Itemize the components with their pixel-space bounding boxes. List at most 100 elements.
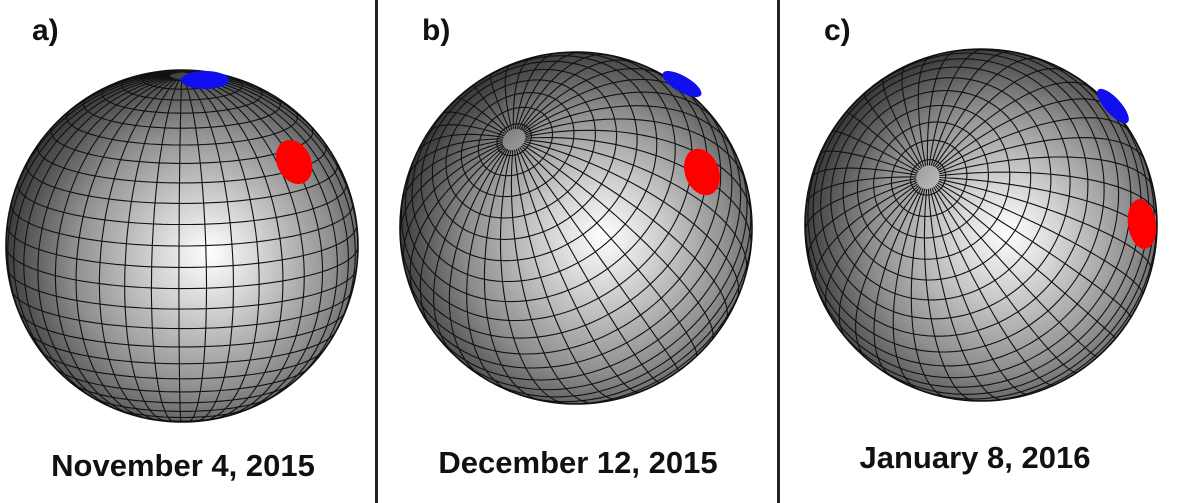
grid-line [938, 137, 1146, 173]
grid-line [75, 77, 175, 419]
grid-line [91, 396, 274, 412]
grid-line [514, 52, 555, 129]
grid-line [11, 289, 353, 330]
grid-line [517, 148, 661, 384]
sphere-b [399, 51, 753, 405]
lat-lon-grid [399, 51, 753, 405]
grid-line [901, 65, 925, 167]
grid-line [966, 198, 1158, 402]
grid-line [814, 181, 918, 288]
panel-a: a) November 4, 2015 [0, 0, 375, 503]
grid-line [114, 407, 251, 419]
grid-line [404, 81, 722, 355]
grid-line [194, 75, 356, 348]
grid-line [402, 143, 504, 269]
grid-line [927, 188, 1003, 401]
red-spot [275, 139, 313, 185]
grid-line [521, 68, 664, 131]
grid-line [512, 57, 532, 130]
grid-line [519, 146, 680, 371]
panel-b: b) December 12, 2015 [378, 0, 777, 503]
grid-line [399, 141, 503, 237]
grid-line [515, 148, 639, 393]
grid-line [855, 186, 921, 359]
grid-line [400, 53, 693, 322]
grid-line [525, 136, 752, 246]
grid-line [150, 78, 181, 423]
grid-line [183, 78, 208, 423]
grid-line [426, 124, 505, 137]
grid-line [846, 110, 920, 171]
grid-line [432, 130, 742, 381]
grid-line [936, 183, 1116, 339]
grid-line [831, 130, 919, 173]
grid-line [514, 149, 618, 400]
grid-line [441, 111, 506, 135]
grid-line [192, 76, 338, 406]
grid-line [525, 118, 747, 182]
blue-spot [181, 71, 229, 89]
grid-line [934, 185, 1098, 358]
grid-line [931, 187, 1054, 386]
grid-line [933, 186, 1078, 374]
grid-line [13, 75, 171, 384]
grid-line [419, 146, 505, 329]
grid-line [939, 171, 1158, 217]
grid-line [499, 149, 568, 405]
grid-line [819, 150, 918, 174]
grid-line [525, 139, 748, 276]
grid-line [98, 77, 177, 421]
grid-line [187, 77, 260, 422]
sphere-outline [5, 69, 359, 423]
grid-line [917, 56, 930, 166]
grid-line [54, 77, 174, 418]
grid-line [838, 185, 920, 338]
grid-line [807, 180, 917, 261]
grid-line [191, 76, 324, 414]
grid-line [483, 195, 752, 398]
grid-line [804, 178, 917, 233]
grid-line [929, 188, 1030, 395]
grid-line [415, 103, 733, 369]
grid-line [404, 52, 676, 303]
grid-line [401, 140, 503, 205]
grid-line [456, 97, 508, 134]
grid-line [808, 49, 1132, 379]
grid-line [524, 140, 740, 300]
grid-line [54, 366, 310, 393]
panel-label: b) [422, 14, 451, 47]
grid-line [124, 78, 179, 422]
grid-line [516, 51, 580, 130]
grid-line [518, 54, 610, 130]
grid-line [483, 149, 542, 402]
grid-line [37, 76, 173, 411]
panel-date: November 4, 2015 [51, 448, 315, 483]
grid-line [939, 178, 1152, 270]
grid-line [863, 93, 922, 170]
grid-line [892, 188, 924, 390]
grid-line [489, 73, 511, 131]
grid-line [521, 236, 753, 403]
grid-line [811, 167, 917, 179]
lat-lon-grid [5, 69, 359, 423]
grid-line [928, 48, 984, 166]
grid-line [937, 117, 1131, 171]
grid-line [519, 59, 635, 130]
grid-line [504, 64, 513, 130]
grid-line [523, 142, 728, 322]
grid-line [932, 57, 1040, 167]
grid-line [399, 62, 709, 339]
grid-line [882, 78, 923, 168]
grid-line [923, 188, 975, 402]
grid-line [50, 125, 314, 164]
grid-line [935, 81, 1093, 169]
grid-line [523, 91, 717, 133]
grid-line [7, 75, 170, 332]
panel-divider [777, 0, 780, 503]
grid-line [193, 76, 349, 390]
grid-line [805, 176, 917, 205]
grid-line [930, 51, 1012, 166]
grid-line [873, 187, 922, 378]
grid-line [522, 144, 714, 340]
sphere-outline [399, 51, 753, 405]
